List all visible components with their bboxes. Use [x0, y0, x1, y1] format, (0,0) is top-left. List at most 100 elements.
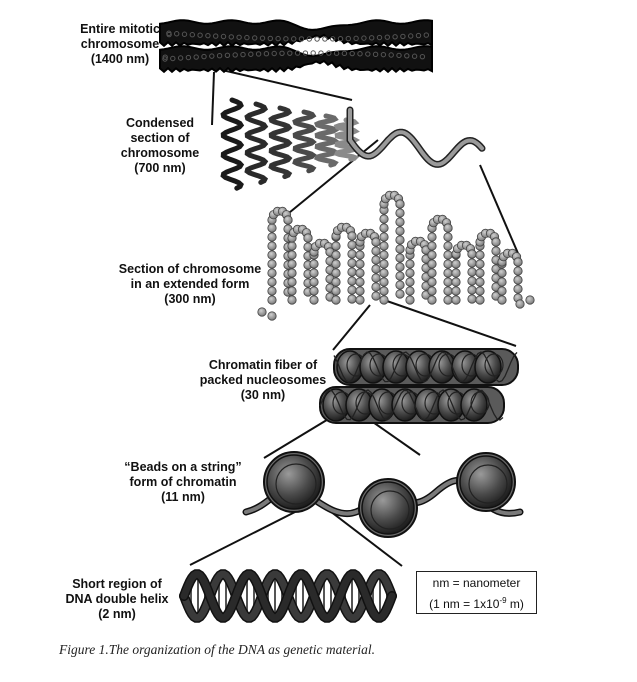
- label-double-helix: Short region of DNA double helix (2 nm): [52, 577, 182, 622]
- chromatid-texture-loop: [240, 51, 246, 58]
- chromatid-texture-loop: [216, 53, 223, 59]
- chromatin-bead: [347, 294, 357, 304]
- chromatid-upper: [159, 19, 433, 48]
- helix-strand-2: [180, 570, 396, 622]
- label-line: (2 nm): [98, 607, 136, 621]
- legend-exponent: -9: [499, 596, 507, 605]
- packed-nucleosome: [474, 350, 502, 384]
- chromatin-bead: [405, 277, 415, 287]
- chromatid-texture-loop: [349, 50, 355, 57]
- chromatid-texture-loop: [415, 32, 422, 39]
- chromatin-bead: [451, 295, 461, 305]
- chromatin-bead: [309, 295, 319, 305]
- chromatin-bead: [347, 240, 357, 250]
- chromatin-bead: [395, 208, 405, 218]
- chromatin-bead: [267, 223, 277, 233]
- unit-legend-box: nm = nanometer (1 nm = 1x10-9 m): [416, 571, 537, 614]
- chromatin-bead: [347, 276, 357, 286]
- label-line: chromosome: [120, 146, 200, 160]
- chromatin-bead: [513, 284, 523, 294]
- chromatin-bead: [355, 295, 365, 305]
- chromatid-texture-loop: [271, 50, 277, 57]
- chromatin-bead: [443, 250, 453, 260]
- chromatin-bead: [395, 262, 405, 272]
- chromatid-texture-loop: [404, 53, 410, 59]
- chromatin-bead: [427, 259, 437, 269]
- chromatid-texture-loop: [181, 31, 188, 37]
- label-line: Entire mitotic: [80, 22, 160, 36]
- chromatin-bead: [467, 258, 477, 268]
- chromatid-texture-loop: [201, 53, 207, 60]
- chromatin-bead: [379, 295, 389, 305]
- chromatid-texture-loop: [372, 51, 379, 58]
- chromatin-bead: [331, 295, 341, 305]
- nucleosome-inner-turn: [468, 464, 508, 504]
- chromatin-bead: [379, 250, 389, 260]
- chromatin-bead: [267, 286, 277, 296]
- chromatin-bead: [443, 223, 453, 233]
- chromatid-texture-loop: [185, 54, 192, 61]
- chromatin-bead: [355, 250, 365, 260]
- label-chromatin-fiber: Chromatin fiber of packed nucleosomes (3…: [193, 358, 333, 403]
- chromatin-bead: [267, 277, 277, 287]
- label-line: (700 nm): [134, 161, 186, 175]
- chromatin-bead: [451, 277, 461, 287]
- chromatin-bead: [371, 264, 381, 274]
- chromatin-bead: [451, 286, 461, 296]
- legend-line-2: (1 nm = 1x10-9 m): [417, 592, 536, 613]
- chromatin-bead: [309, 277, 319, 287]
- chromatin-bead: [267, 268, 277, 278]
- chromatin-bead: [287, 295, 297, 305]
- chromatin-bead: [443, 295, 453, 305]
- chromatin-bead: [475, 268, 485, 278]
- nucleosome-core: [361, 481, 415, 535]
- chromatid-texture-loop: [197, 32, 203, 38]
- chromatin-bead: [379, 268, 389, 278]
- chromatid-texture-loop: [396, 52, 402, 59]
- chromatin-bead: [331, 268, 341, 278]
- packed-nucleosome: [451, 350, 479, 384]
- label-line: DNA double helix: [65, 592, 169, 606]
- label-line: Short region of: [72, 577, 162, 591]
- chromatid-texture-loop: [380, 51, 387, 58]
- chromatin-bead: [267, 311, 277, 321]
- label-line: Section of chromosome: [118, 262, 262, 276]
- chromatin-bead: [395, 199, 405, 209]
- chromatid-texture-loop: [314, 36, 320, 42]
- chromatid-texture-loop: [209, 53, 215, 59]
- chromatid-texture-loop: [408, 33, 414, 39]
- chromatin-bead: [427, 295, 437, 305]
- chromatin-bead: [467, 294, 477, 304]
- chromatin-bead: [427, 232, 437, 242]
- chromatid-texture-loop: [345, 35, 351, 42]
- label-line: (11 nm): [161, 490, 205, 504]
- chromatin-bead: [427, 277, 437, 287]
- chromatin-bead: [475, 250, 485, 260]
- legend-line-2-prefix: (1 nm = 1x10: [429, 597, 500, 611]
- chromatid-texture-loop: [333, 50, 340, 56]
- chromatin-bead: [427, 286, 437, 296]
- chromatin-bead: [267, 232, 277, 242]
- chromatid-texture-loop: [326, 50, 332, 56]
- chromatid-texture-loop: [302, 50, 309, 56]
- chromatid-texture-loop: [213, 33, 219, 39]
- chromatin-bead: [427, 250, 437, 260]
- chromatid-texture-loop: [310, 50, 316, 56]
- chromatid-texture-loop: [275, 35, 281, 42]
- chromatin-bead: [309, 259, 319, 269]
- label-line: (30 nm): [240, 388, 286, 402]
- label-condensed-section: Condensed section of chromosome (700 nm): [100, 116, 220, 176]
- extended-chromosome-loops-illustration: [257, 190, 535, 321]
- chromatid-texture-loop: [177, 55, 184, 61]
- chromatin-bead: [497, 277, 507, 287]
- chromatid-texture-loop: [174, 31, 180, 37]
- label-mitotic-chromosome: Entire mitotic chromosome (1400 nm): [60, 22, 180, 67]
- chromatin-bead: [395, 271, 405, 281]
- beads-on-string-illustration: [242, 451, 524, 538]
- chromatin-bead: [379, 241, 389, 251]
- condensed-coil: [333, 117, 361, 162]
- chromatin-bead: [443, 259, 453, 269]
- label-line: Condensed: [125, 116, 195, 130]
- chromatin-bead: [467, 249, 477, 259]
- chromatid-texture-loop: [244, 34, 250, 41]
